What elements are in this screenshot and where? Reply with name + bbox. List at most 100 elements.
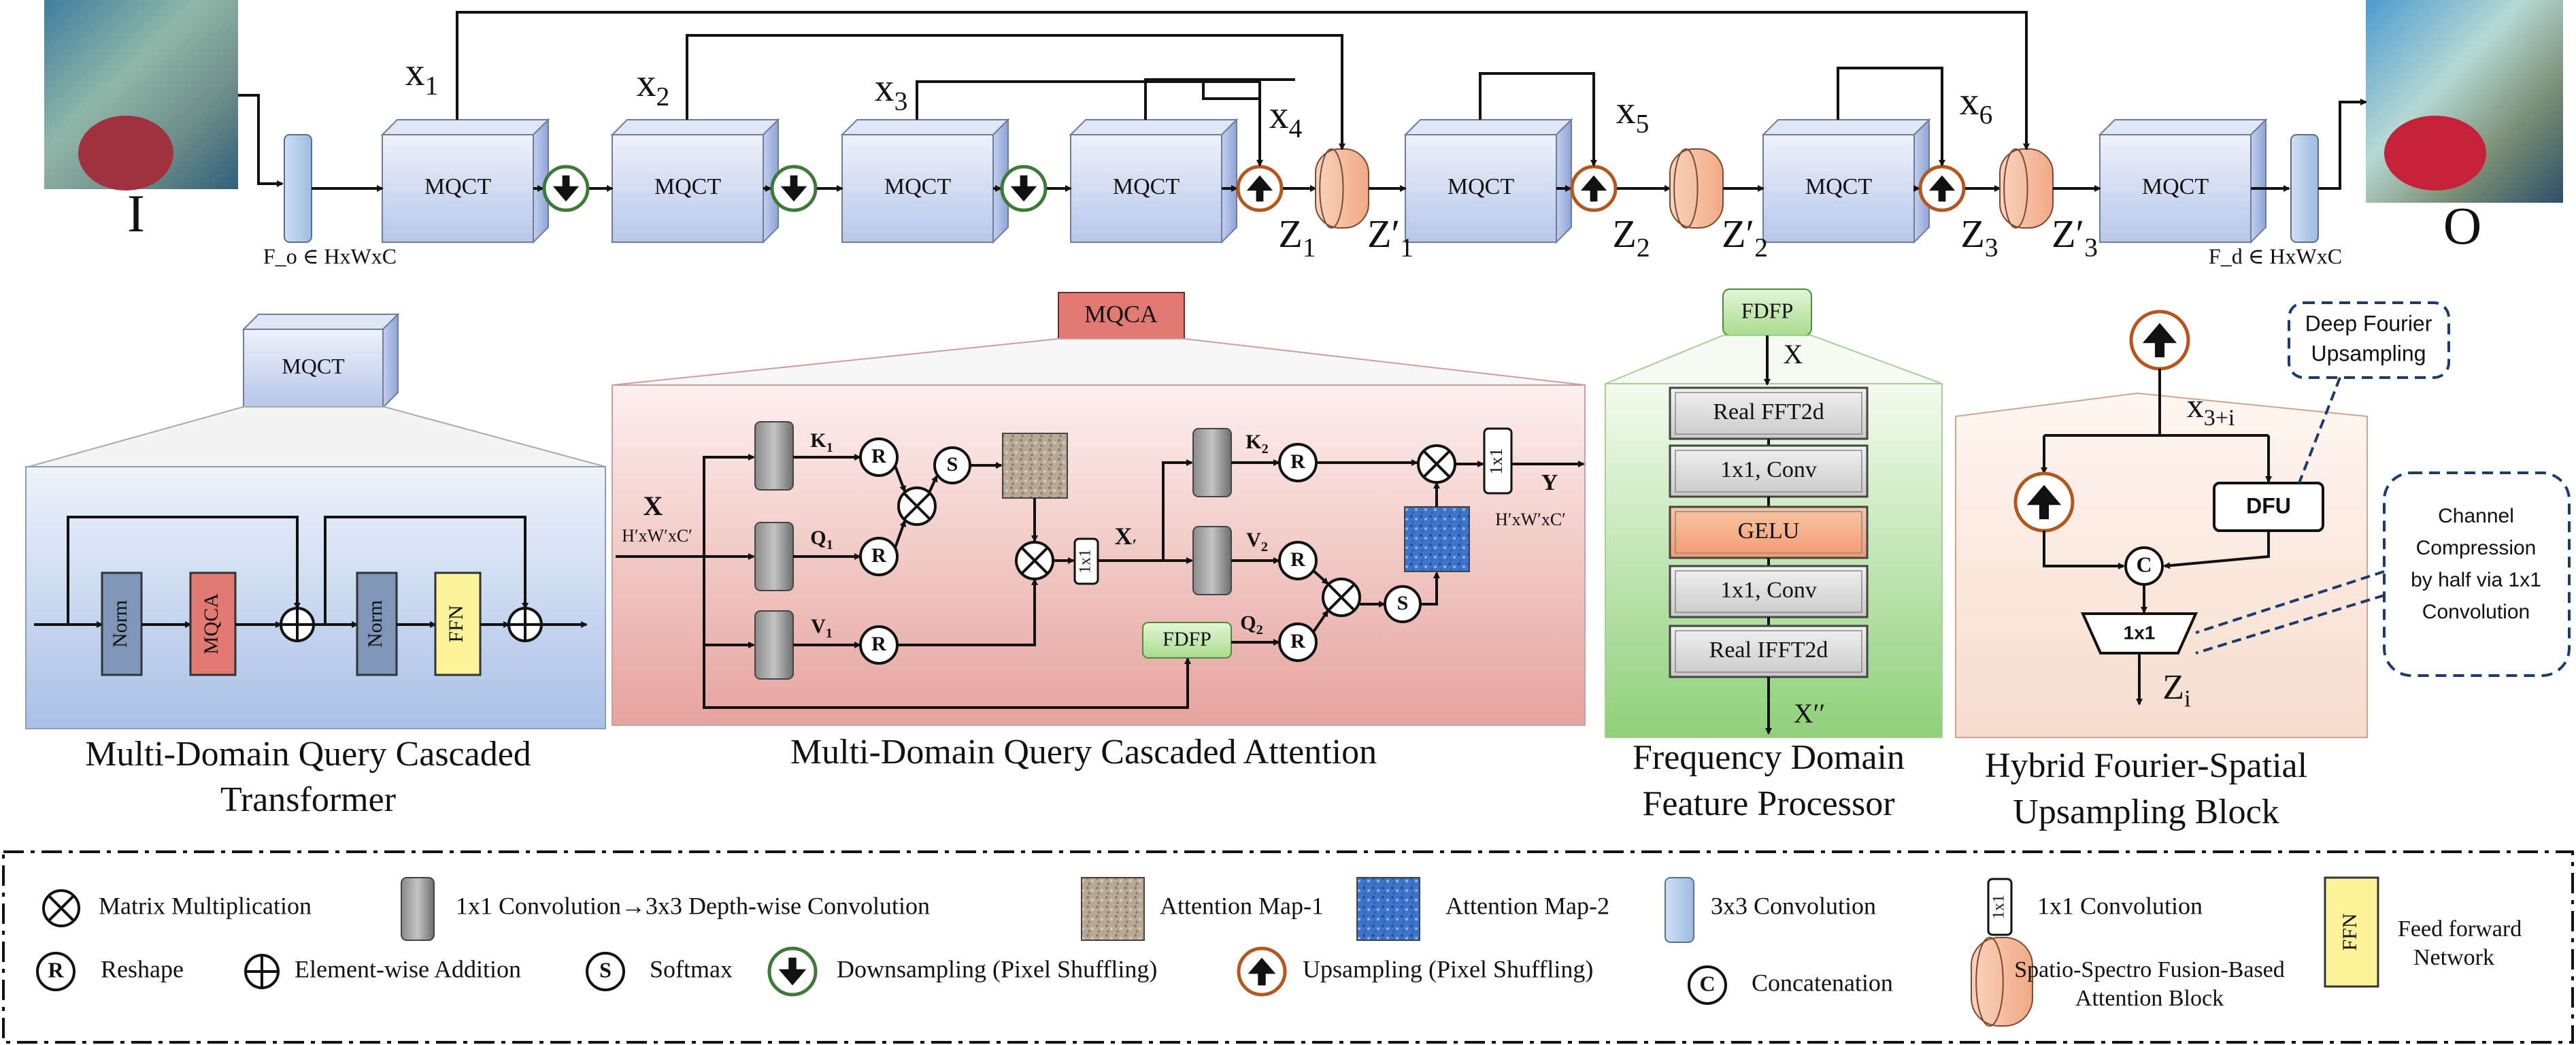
up-conv-label: 1x1 <box>2124 622 2156 643</box>
mqca-to-k2 <box>1162 459 1193 561</box>
box-body <box>2324 876 2379 988</box>
arrow-shaft <box>2039 502 2050 520</box>
mqca-s-att2 <box>1420 571 1440 606</box>
up-dfu-label: DFU <box>2246 493 2291 518</box>
mqca-reshape-v2: R <box>1278 541 1318 580</box>
mqca-conv1x1-b-label: 1x1 <box>1486 448 1506 475</box>
skip-x6 <box>1837 67 1945 167</box>
mqct-label: MQCT <box>884 174 951 199</box>
cube-side-face <box>2250 118 2266 244</box>
cube-side-face <box>1221 118 1237 244</box>
mqct-label: MQCT <box>1113 174 1180 199</box>
arrow-head <box>2142 322 2177 344</box>
legend-up-icon <box>1237 946 1287 997</box>
mqca-k1-mm <box>894 465 906 493</box>
oplus-cross <box>246 955 278 988</box>
legend-conv-dw-label: 1x1 Convolution→3x3 Depth-wise Convoluti… <box>456 892 930 919</box>
legend-conv1-icon: 1x1 <box>1987 878 2013 936</box>
fdfp-block-box <box>1669 565 1869 618</box>
cube-top-face <box>241 314 400 330</box>
zprime-label-1: Z′1 <box>1367 212 1414 262</box>
up-callout-1-line-2: Upsampling <box>2311 341 2426 365</box>
legend-softmax-icon: S <box>586 952 625 991</box>
mqca-matmul-4 <box>1417 444 1456 484</box>
circle-letter: R <box>871 633 886 655</box>
legend-ffn-icon: FFN <box>2324 876 2379 988</box>
mqct-label: MQCT <box>1805 174 1872 199</box>
mqca-conv-k2 <box>1192 428 1232 497</box>
legend-down-icon <box>767 946 818 997</box>
circle-outline <box>1278 541 1318 580</box>
box-label: FFN <box>445 605 467 642</box>
mqca-fdfp-label: FDFP <box>1162 628 1211 650</box>
up-concat: C <box>2124 546 2164 586</box>
output-label: O <box>2443 196 2481 255</box>
mqca-fdfp: FDFP <box>1142 622 1232 659</box>
mqct-add-1 <box>280 607 315 642</box>
fdfp-block-label: Real FFT2d <box>1713 399 1824 425</box>
mqca-mm-s <box>928 475 938 493</box>
cube-top-face <box>840 119 1010 135</box>
legend-conv3-label: 3x3 Convolution <box>1711 892 1876 919</box>
legend-reshape-label: Reshape <box>101 955 184 982</box>
circle-outline <box>859 437 899 477</box>
zprime-label-2: Z′2 <box>1722 212 1768 262</box>
x-label-2: x2 <box>637 61 670 111</box>
legend-conv1-box-label: 1x1 <box>1990 895 2008 919</box>
mqca-v1-mm2 <box>898 578 1038 646</box>
fdfp-block-2: 1x1, Conv <box>1669 444 1869 498</box>
oplus-cross <box>281 608 314 641</box>
legend-down-label: Downsampling (Pixel Shuffling) <box>837 955 1157 982</box>
fdfp-header-label: FDFP <box>1741 298 1794 322</box>
box-label: Norm <box>109 600 131 648</box>
mqca-to-k1 <box>703 454 755 557</box>
legend-add-icon <box>244 954 280 989</box>
oplus-cross <box>509 608 541 641</box>
mqca-matmul-3 <box>1322 578 1361 617</box>
legend-concat-icon: C <box>1688 965 1727 1005</box>
z-label-2: Z2 <box>1612 212 1650 262</box>
downsample-2 <box>770 165 818 212</box>
fdfp-caption-2: Feature Processor <box>1642 784 1894 823</box>
mqct-ffn: FFN <box>434 571 482 676</box>
legend-matmul-icon <box>42 889 80 927</box>
fdfp-block-label: GELU <box>1738 518 1800 544</box>
legend-fusion-label-1: Spatio-Spectro Fusion-Based <box>2014 957 2285 982</box>
fdfp-x-out: X′′ <box>1794 698 1825 729</box>
x-label-4: x4 <box>1269 93 1303 143</box>
up-conv-trapezoid <box>2080 612 2198 654</box>
circle-letter: S <box>947 453 958 476</box>
fd-label: F_d ∈ HxWxC <box>2209 244 2342 268</box>
fdfp-panel-bg <box>1605 383 1943 738</box>
mqct-residual-2 <box>324 516 529 625</box>
fusion-block-3 <box>1999 148 2054 229</box>
arrow-shaft <box>1938 188 1946 202</box>
arrow-shaft <box>1020 175 1028 188</box>
mqca-v2-label: V2 <box>1246 529 1268 554</box>
circle-letter: R <box>1290 450 1305 473</box>
arrow-head <box>780 186 807 202</box>
circle-letter: S <box>1397 592 1409 614</box>
mqca-header-label: MQCA <box>1084 300 1158 327</box>
legend-ffn-label-1: Feed forward <box>2398 916 2522 942</box>
otimes-cross <box>48 895 75 922</box>
conv3-last <box>2290 134 2319 243</box>
fdfp-caption-1: Frequency Domain <box>1633 738 1905 777</box>
mqct-block-1: MQCT <box>380 118 550 244</box>
legend-conv-dw-icon <box>401 877 435 941</box>
fdfp-block-label: 1x1, Conv <box>1720 457 1817 482</box>
circle-letter: R <box>1290 548 1305 571</box>
otimes-cross <box>1020 546 1049 575</box>
cube-top-face <box>2098 119 2268 135</box>
input-label: I <box>127 184 145 243</box>
cube-top-face <box>1761 119 1931 135</box>
legend-up-label: Upsampling (Pixel Shuffling) <box>1303 955 1593 982</box>
mqca-softmax-1: S <box>933 446 971 484</box>
output-image <box>2366 0 2563 203</box>
skip-x1 <box>456 11 2030 150</box>
cube-front-face <box>2099 134 2252 243</box>
arrow-shaft <box>790 175 798 188</box>
